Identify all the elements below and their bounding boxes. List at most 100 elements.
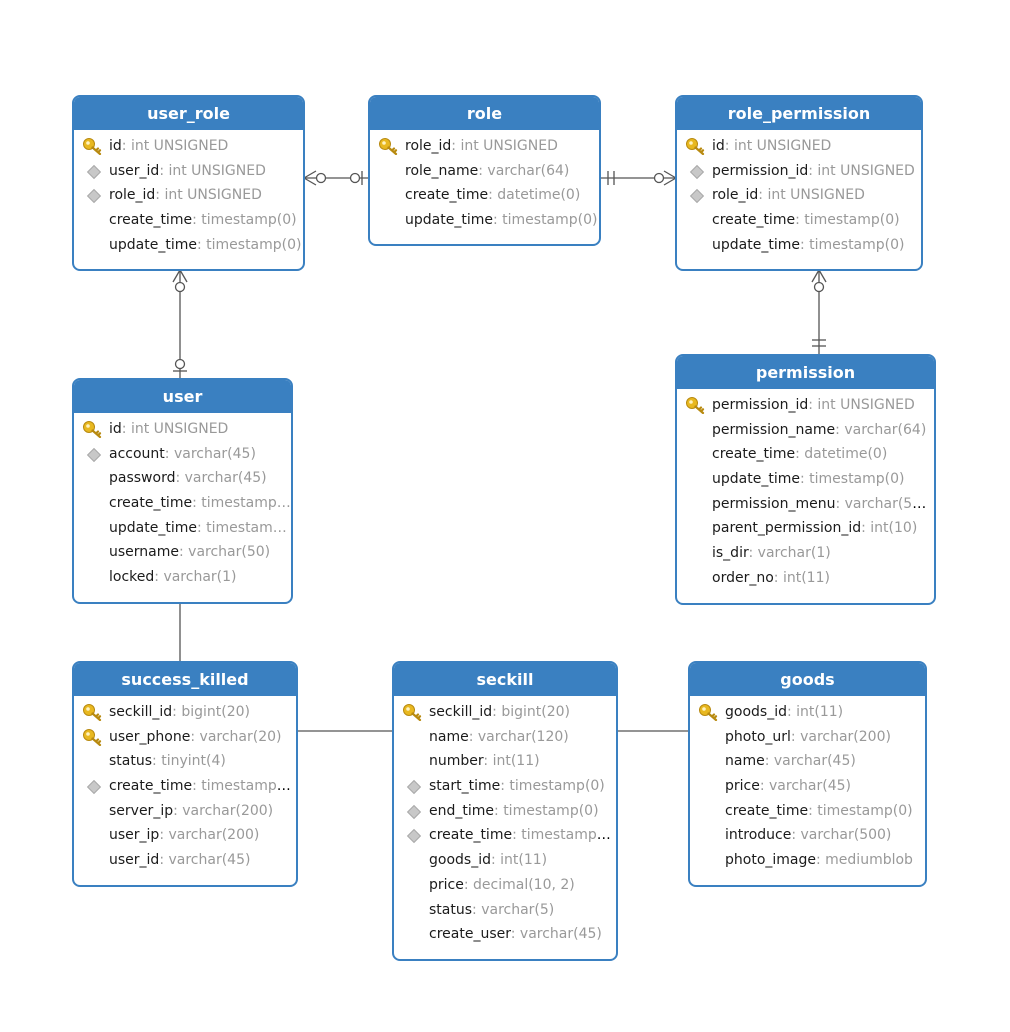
field-row[interactable]: create_time: datetime(0) bbox=[677, 442, 934, 467]
field-row[interactable]: user_id: int UNSIGNED bbox=[74, 159, 303, 184]
field-name: username bbox=[109, 544, 179, 561]
field-row[interactable]: create_time: datetime(0) bbox=[370, 183, 599, 208]
field-separator: : bbox=[795, 212, 805, 229]
field-type: bigint(20) bbox=[181, 704, 250, 720]
field-row[interactable]: permission_id: int UNSIGNED bbox=[677, 393, 934, 418]
field-row[interactable]: update_time: timestam… bbox=[74, 516, 291, 541]
field-row[interactable]: parent_permission_id: int(10) bbox=[677, 516, 934, 541]
field-type: varchar(45) bbox=[173, 445, 256, 462]
field-row[interactable]: update_time: timestamp(0) bbox=[677, 233, 921, 258]
field-row[interactable]: goods_id: int(11) bbox=[394, 848, 616, 873]
field-name: permission_menu bbox=[712, 495, 836, 512]
field-separator: : bbox=[463, 876, 474, 893]
field-type: int UNSIGNED bbox=[767, 187, 865, 204]
field-name: update_time bbox=[712, 471, 800, 488]
field-row[interactable]: status: varchar(5) bbox=[394, 898, 616, 923]
table-success-killed[interactable]: success_killed seckill_id: bigint(20)use… bbox=[72, 661, 298, 887]
field-name: account bbox=[109, 445, 165, 462]
field-row[interactable]: update_time: timestamp(0) bbox=[677, 467, 934, 492]
field-type: int(10) bbox=[870, 520, 918, 537]
field-row[interactable]: locked: varchar(1) bbox=[74, 565, 291, 590]
field-row[interactable]: id: int UNSIGNED bbox=[74, 417, 291, 442]
field-row[interactable]: permission_id: int UNSIGNED bbox=[677, 159, 921, 184]
field-row[interactable]: user_ip: varchar(200) bbox=[74, 823, 296, 848]
field-row[interactable]: create_time: timestamp(0) bbox=[690, 799, 925, 824]
field-row[interactable]: role_id: int UNSIGNED bbox=[370, 134, 599, 159]
field-row[interactable]: create_time: timestamp(0) bbox=[74, 774, 296, 799]
field-separator: : bbox=[192, 778, 202, 795]
field-row[interactable]: name: varchar(45) bbox=[690, 749, 925, 774]
field-row[interactable]: password: varchar(45) bbox=[74, 466, 291, 491]
field-row[interactable]: role_id: int UNSIGNED bbox=[677, 183, 921, 208]
field-type: datetime(0) bbox=[804, 446, 888, 463]
field-name: role_name bbox=[405, 162, 479, 179]
field-row[interactable]: role_id: int UNSIGNED bbox=[74, 183, 303, 208]
field-row[interactable]: role_name: varchar(64) bbox=[370, 159, 599, 184]
field-row[interactable]: status: tinyint(4) bbox=[74, 749, 296, 774]
field-row[interactable]: username: varchar(50) bbox=[74, 540, 291, 565]
field-row[interactable]: user_id: varchar(45) bbox=[74, 848, 296, 873]
field-row[interactable]: create_time: timestamp(0) bbox=[74, 208, 303, 233]
field-row[interactable]: price: varchar(45) bbox=[690, 774, 925, 799]
field-row[interactable]: create_user: varchar(45) bbox=[394, 922, 616, 947]
field-row[interactable]: create_time: timestamp(0) bbox=[394, 823, 616, 848]
field-row[interactable]: start_time: timestamp(0) bbox=[394, 774, 616, 799]
field-row[interactable]: is_dir: varchar(1) bbox=[677, 541, 934, 566]
field-name: create_time bbox=[712, 446, 796, 463]
field-row[interactable]: name: varchar(120) bbox=[394, 725, 616, 750]
field-row[interactable]: photo_image: mediumblob bbox=[690, 848, 925, 873]
field-row[interactable]: end_time: timestamp(0) bbox=[394, 799, 616, 824]
rel-role-permission-to-permission bbox=[811, 269, 827, 354]
field-row[interactable]: price: decimal(10, 2) bbox=[394, 873, 616, 898]
field-row[interactable]: account: varchar(45) bbox=[74, 442, 291, 467]
primary-key-icon bbox=[82, 725, 104, 749]
field-row[interactable]: update_time: timestamp(0) bbox=[74, 233, 303, 258]
field-row[interactable]: create_time: timestamp… bbox=[74, 491, 291, 516]
field-row[interactable]: seckill_id: bigint(20) bbox=[74, 700, 296, 725]
field-row[interactable]: number: int(11) bbox=[394, 749, 616, 774]
field-row[interactable]: update_time: timestamp(0) bbox=[370, 208, 599, 233]
field-name: goods_id bbox=[725, 704, 787, 720]
field-separator: : bbox=[759, 778, 770, 795]
field-separator: : bbox=[748, 545, 758, 562]
field-name: update_time bbox=[405, 212, 493, 229]
field-row[interactable]: user_phone: varchar(20) bbox=[74, 725, 296, 750]
field-name: role_id bbox=[712, 187, 759, 204]
field-row[interactable]: create_time: timestamp(0) bbox=[677, 208, 921, 233]
index-diamond-icon bbox=[82, 442, 104, 466]
field-type: int UNSIGNED bbox=[164, 187, 262, 204]
primary-key-icon bbox=[82, 134, 104, 158]
field-separator: : bbox=[190, 728, 200, 745]
field-row[interactable]: id: int UNSIGNED bbox=[74, 134, 303, 159]
field-name: user_id bbox=[109, 162, 160, 179]
field-separator: : bbox=[196, 236, 207, 253]
field-separator: : bbox=[492, 212, 503, 229]
field-row[interactable]: permission_menu: varchar(500) bbox=[677, 492, 934, 517]
field-type: tinyint(4) bbox=[161, 753, 226, 770]
table-seckill[interactable]: seckill seckill_id: bigint(20)name: varc… bbox=[392, 661, 618, 961]
field-separator: : bbox=[835, 495, 845, 512]
field-name: permission_name bbox=[712, 421, 836, 438]
field-row[interactable]: server_ip: varchar(200) bbox=[74, 799, 296, 824]
field-type: timestamp(0) bbox=[201, 212, 297, 229]
field-row[interactable]: seckill_id: bigint(20) bbox=[394, 700, 616, 725]
table-goods[interactable]: goods goods_id: int(11)photo_url: varcha… bbox=[688, 661, 927, 887]
field-type: timestamp(0) bbox=[509, 778, 605, 795]
field-row[interactable]: introduce: varchar(500) bbox=[690, 823, 925, 848]
field-type: int UNSIGNED bbox=[168, 162, 266, 179]
field-row[interactable]: permission_name: varchar(64) bbox=[677, 418, 934, 443]
field-row[interactable]: photo_url: varchar(200) bbox=[690, 725, 925, 750]
field-name: price bbox=[725, 778, 760, 795]
field-row[interactable]: order_no: int(11) bbox=[677, 566, 934, 591]
field-row[interactable]: id: int UNSIGNED bbox=[677, 134, 921, 159]
field-name: price bbox=[429, 876, 464, 893]
field-row[interactable]: goods_id: int(11) bbox=[690, 700, 925, 725]
